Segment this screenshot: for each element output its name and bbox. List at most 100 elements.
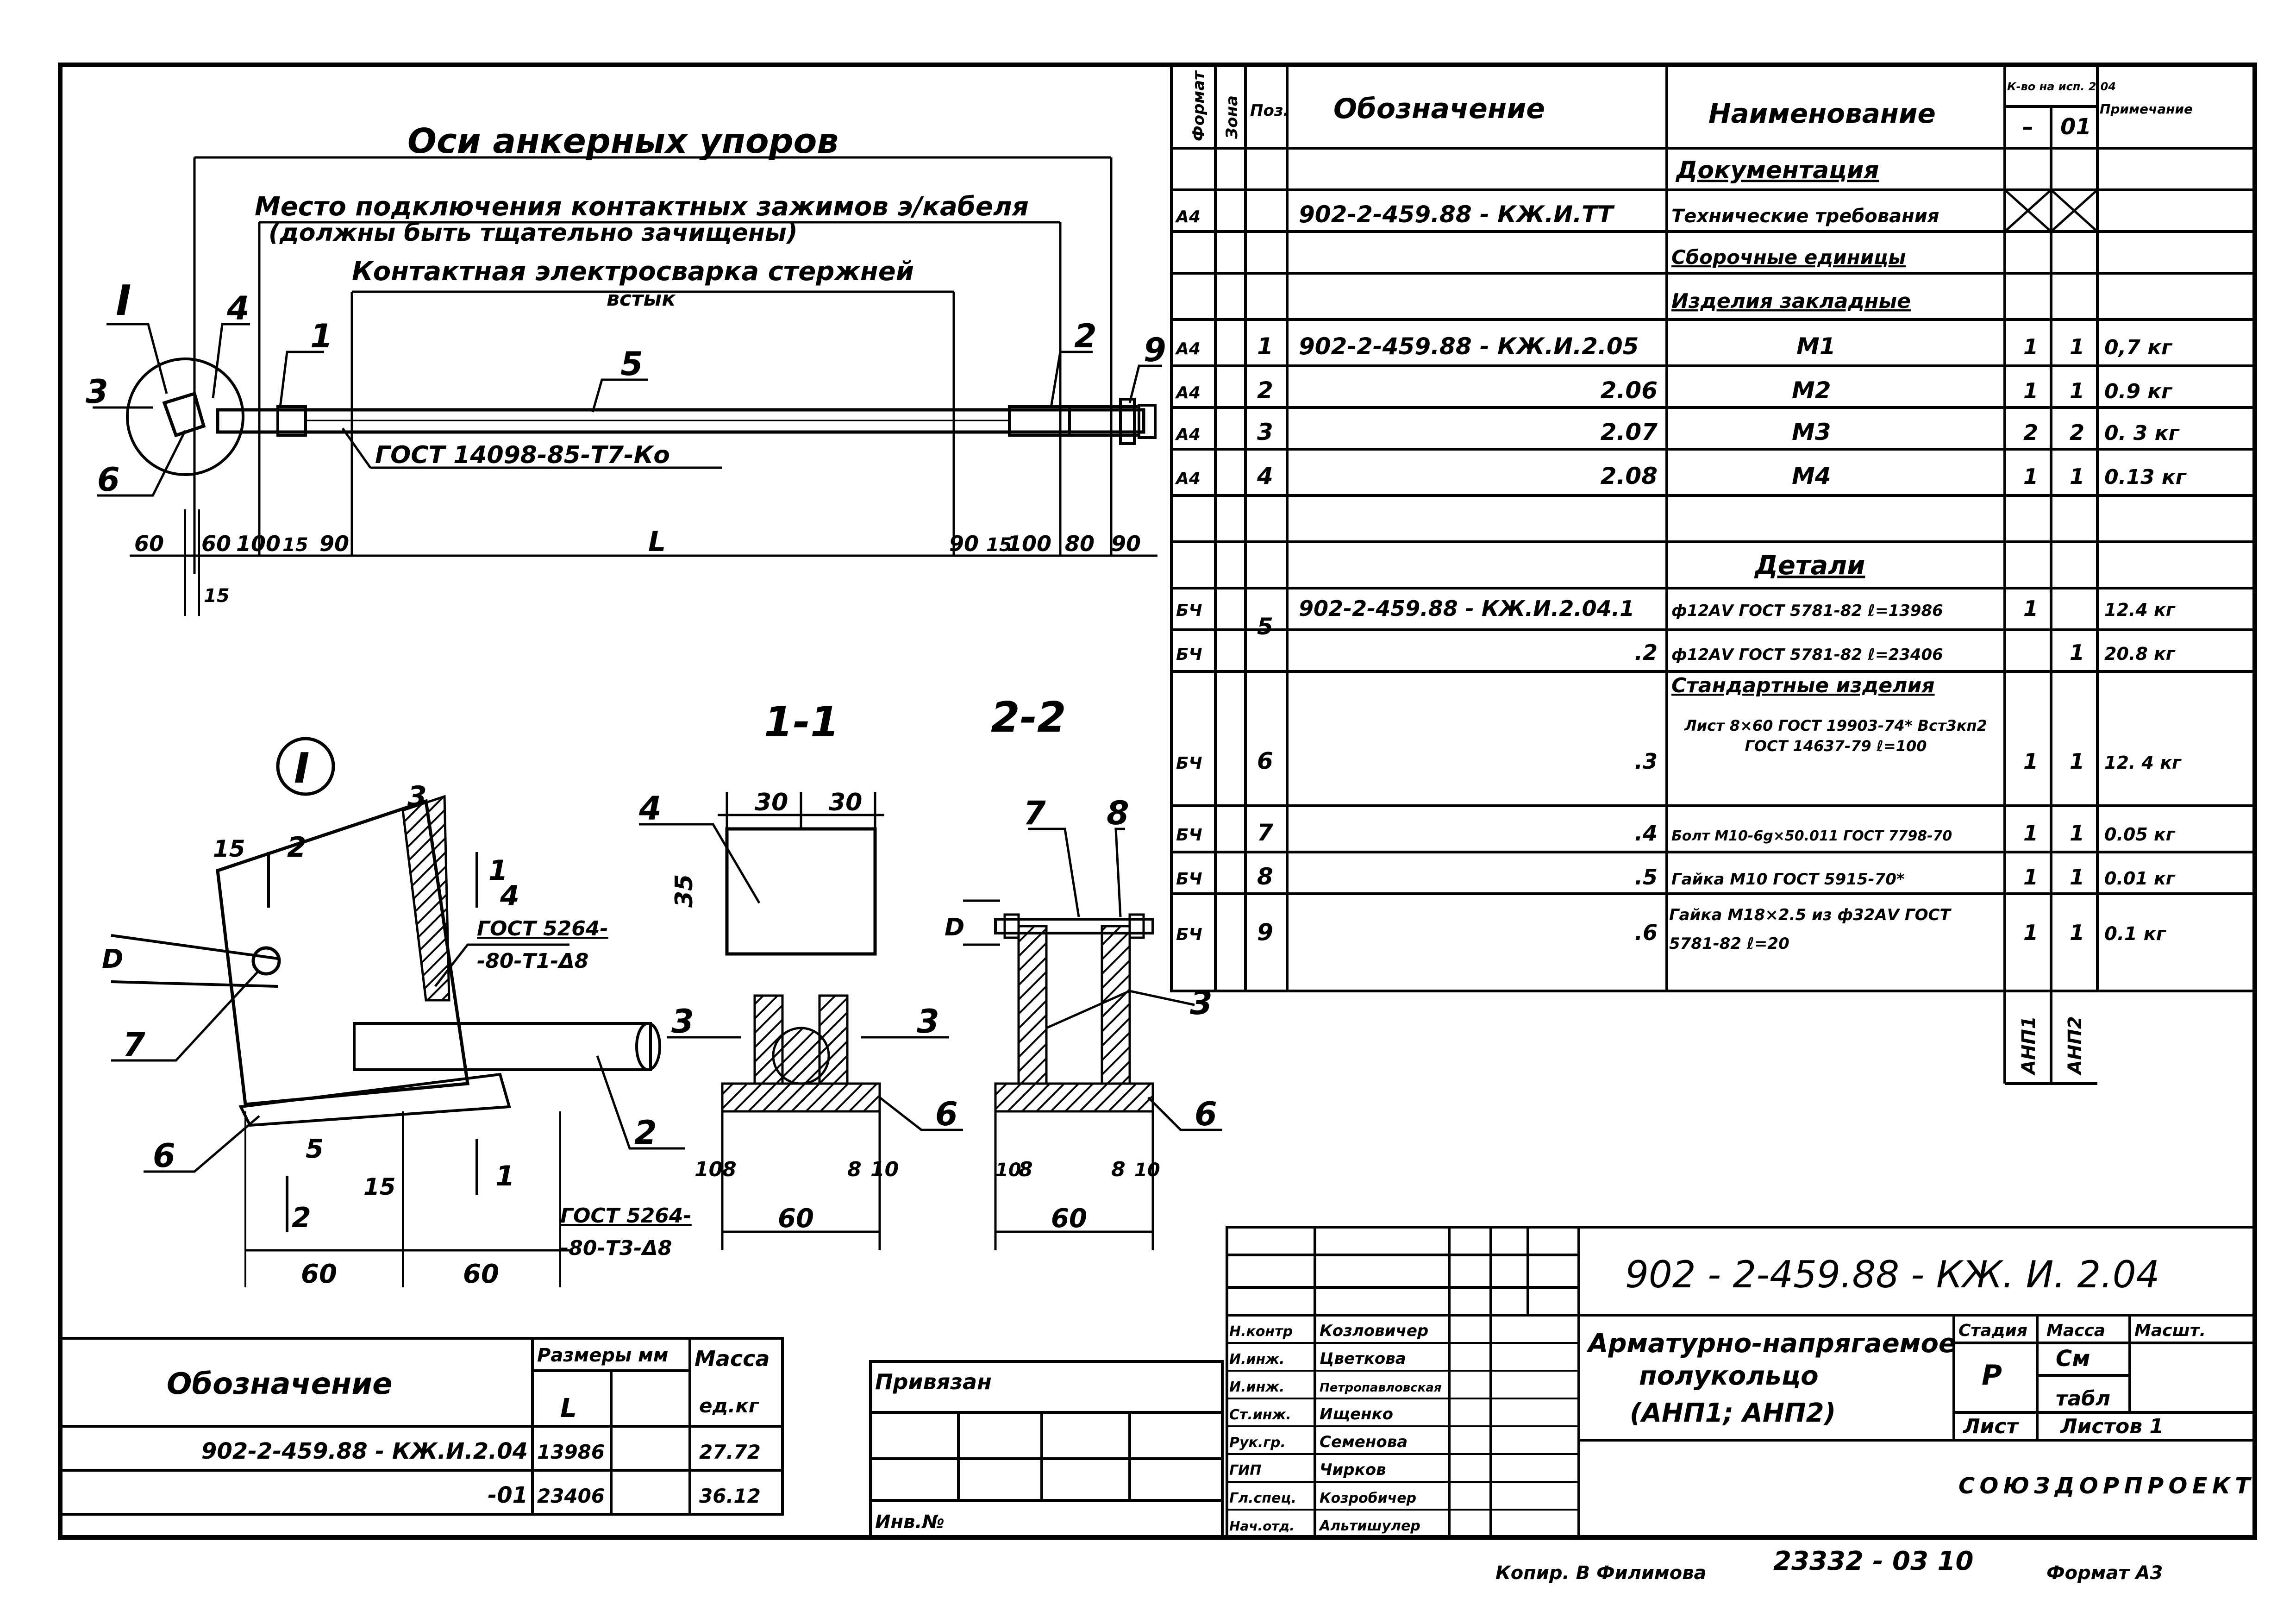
callout-4: 4	[226, 289, 250, 327]
sizes-header-unit: ед.кг	[699, 1394, 760, 1417]
signature-rows	[1227, 1342, 1579, 1511]
section-title: Документация	[1675, 157, 1879, 184]
spec-header-qty-a: –	[2022, 114, 2033, 140]
title-line-3: (АНП1; АНП2)	[1630, 1398, 1836, 1428]
binding-block	[869, 1360, 1224, 1539]
spec-header-note: Примечание	[2100, 101, 2193, 117]
svg-text:60: 60	[778, 1204, 814, 1234]
mass-value-1: См	[2056, 1346, 2090, 1372]
svg-text:3: 3	[407, 780, 427, 813]
row-designation: .3	[1635, 749, 1658, 774]
svg-text:Козробичер: Козробичер	[1320, 1490, 1416, 1506]
row-designation: 2.08	[1601, 463, 1658, 489]
row-format: А4	[1175, 425, 1201, 444]
svg-text:90: 90	[949, 531, 979, 556]
node-I-label: I	[294, 744, 310, 793]
svg-text:2: 2	[287, 831, 307, 864]
row-note: 20.8 кг	[2104, 644, 2176, 664]
row-q1: 1	[2023, 464, 2038, 489]
row-q2: 1	[2070, 865, 2084, 890]
svg-text:Н.контр: Н.контр	[1229, 1323, 1293, 1340]
row-name: Гайка М10 ГОСТ 5915-70*	[1671, 870, 1905, 889]
node-callout: I	[116, 276, 131, 325]
row-note: 0.9 кг	[2104, 380, 2173, 403]
row-designation: 2.07	[1601, 419, 1658, 445]
signatures: Н.контр Козловичер И.инж. Цветкова И.инж…	[1229, 1322, 1442, 1534]
top-dimension-values: 60 60 100 15 90 90 15 100 80 90 15	[134, 531, 1141, 607]
callout-3: 3	[671, 1003, 694, 1041]
svg-text:Козловичер: Козловичер	[1320, 1322, 1428, 1340]
row-pos: 3	[1257, 419, 1273, 445]
spec-header-name: Наименование	[1708, 98, 1936, 129]
sizes-row-designation: 902-2-459.88 - КЖ.И.2.04	[201, 1438, 528, 1464]
svg-text:30: 30	[755, 789, 788, 816]
row-q2: 1	[2070, 378, 2084, 403]
svg-text:Ст.инж.: Ст.инж.	[1229, 1407, 1291, 1423]
row-designation: 902-2-459.88 - КЖ.И.2.04.1	[1299, 596, 1634, 621]
sizes-header-designation: Обозначение	[167, 1367, 392, 1401]
callout-1: 1	[310, 317, 333, 355]
row-name: Технические требования	[1671, 206, 1939, 227]
callout-3b: 3	[917, 1003, 939, 1041]
svg-text:И.инж.: И.инж.	[1229, 1351, 1285, 1367]
sizes-header-L: L	[560, 1393, 577, 1423]
row-note: 12.4 кг	[2104, 600, 2176, 620]
row-name: М3	[1792, 419, 1831, 445]
row-name: М4	[1792, 463, 1831, 489]
svg-text:1: 1	[495, 1160, 515, 1192]
row-note: 0.1 кг	[2104, 923, 2166, 945]
title-block	[1226, 1226, 2256, 1539]
binding-label: Привязан	[875, 1369, 992, 1394]
svg-text:Рук.гр.: Рук.гр.	[1229, 1435, 1286, 1451]
svg-text:D: D	[102, 944, 123, 974]
svg-text:Цветкова: Цветкова	[1320, 1349, 1406, 1368]
svg-text:15: 15	[282, 534, 308, 556]
row-designation: .4	[1635, 821, 1658, 846]
organization: СОЮЗДОРПРОЕКТ	[1958, 1473, 2252, 1499]
svg-text:D: D	[945, 914, 964, 941]
spec-rows: Документация А4 902-2-459.88 - КЖ.И.ТТ Т…	[1175, 157, 2187, 1076]
svg-text:8: 8	[847, 1158, 862, 1181]
callout-4: 4	[638, 790, 662, 828]
sizes-table	[59, 1337, 784, 1516]
svg-text:Семенова: Семенова	[1320, 1433, 1408, 1451]
sheets-label: Листов 1	[2059, 1415, 2164, 1438]
svg-text:5: 5	[306, 1134, 324, 1164]
svg-text:Гл.спец.: Гл.спец.	[1229, 1490, 1296, 1506]
row-designation: 902-2-459.88 - КЖ.И.ТТ	[1299, 201, 1615, 228]
label-welding: Контактная электросварка стержней	[352, 257, 914, 287]
svg-text:8: 8	[1111, 1158, 1126, 1181]
callout-9: 9	[1144, 331, 1166, 369]
label-clamp-place: Место подключения контактных зажимов э/к…	[255, 192, 1029, 222]
svg-text:6: 6	[153, 1137, 175, 1175]
mass-label: Масса	[2046, 1321, 2105, 1340]
spec-header-pos: Поз.	[1250, 101, 1289, 120]
row-q1: 1	[2023, 749, 2038, 774]
svg-text:8: 8	[722, 1158, 737, 1181]
row-note: 0.13 кг	[2104, 465, 2187, 489]
spec-table	[1170, 63, 2256, 1085]
row-format: БЧ	[1176, 925, 1202, 944]
sizes-row-mass: 36.12	[699, 1485, 761, 1507]
spec-footer-anp2: АНП2	[2065, 1016, 2086, 1076]
sizes-row-L: 23406	[537, 1485, 605, 1507]
label-gost-5264-a2: -80-Т1-Δ8	[477, 949, 588, 973]
svg-text:60: 60	[134, 531, 164, 556]
row-format: А4	[1175, 469, 1201, 488]
row-designation: 902-2-459.88 - КЖ.И.2.05	[1299, 333, 1639, 360]
svg-text:Петропавловская: Петропавловская	[1320, 1381, 1442, 1395]
label-gost-5264-b2: -80-Т3-Δ8	[560, 1236, 672, 1260]
label-gost-5264-a: ГОСТ 5264-	[477, 917, 608, 941]
row-name: М1	[1796, 333, 1836, 360]
callout-6: 6	[1195, 1095, 1217, 1133]
svg-text:100: 100	[236, 531, 281, 556]
row-pos: 8	[1257, 863, 1273, 890]
callout-6: 6	[935, 1095, 958, 1133]
svg-text:10: 10	[694, 1158, 723, 1181]
row-q2: 1	[2070, 749, 2084, 774]
section-1-1: 1-1 30 30 35 10 8 8 10 60 4 3 3 6	[638, 698, 963, 1250]
row-format: А4	[1175, 207, 1201, 226]
row-name-sheet: Лист 8×60 ГОСТ 19903-74* Вст3кп2 ГОСТ 14…	[1684, 717, 1987, 755]
node-I-view: I 15 2 1 4 3 D 7 6 5 15 2	[102, 737, 692, 1289]
svg-text:И.инж.: И.инж.	[1229, 1379, 1285, 1395]
